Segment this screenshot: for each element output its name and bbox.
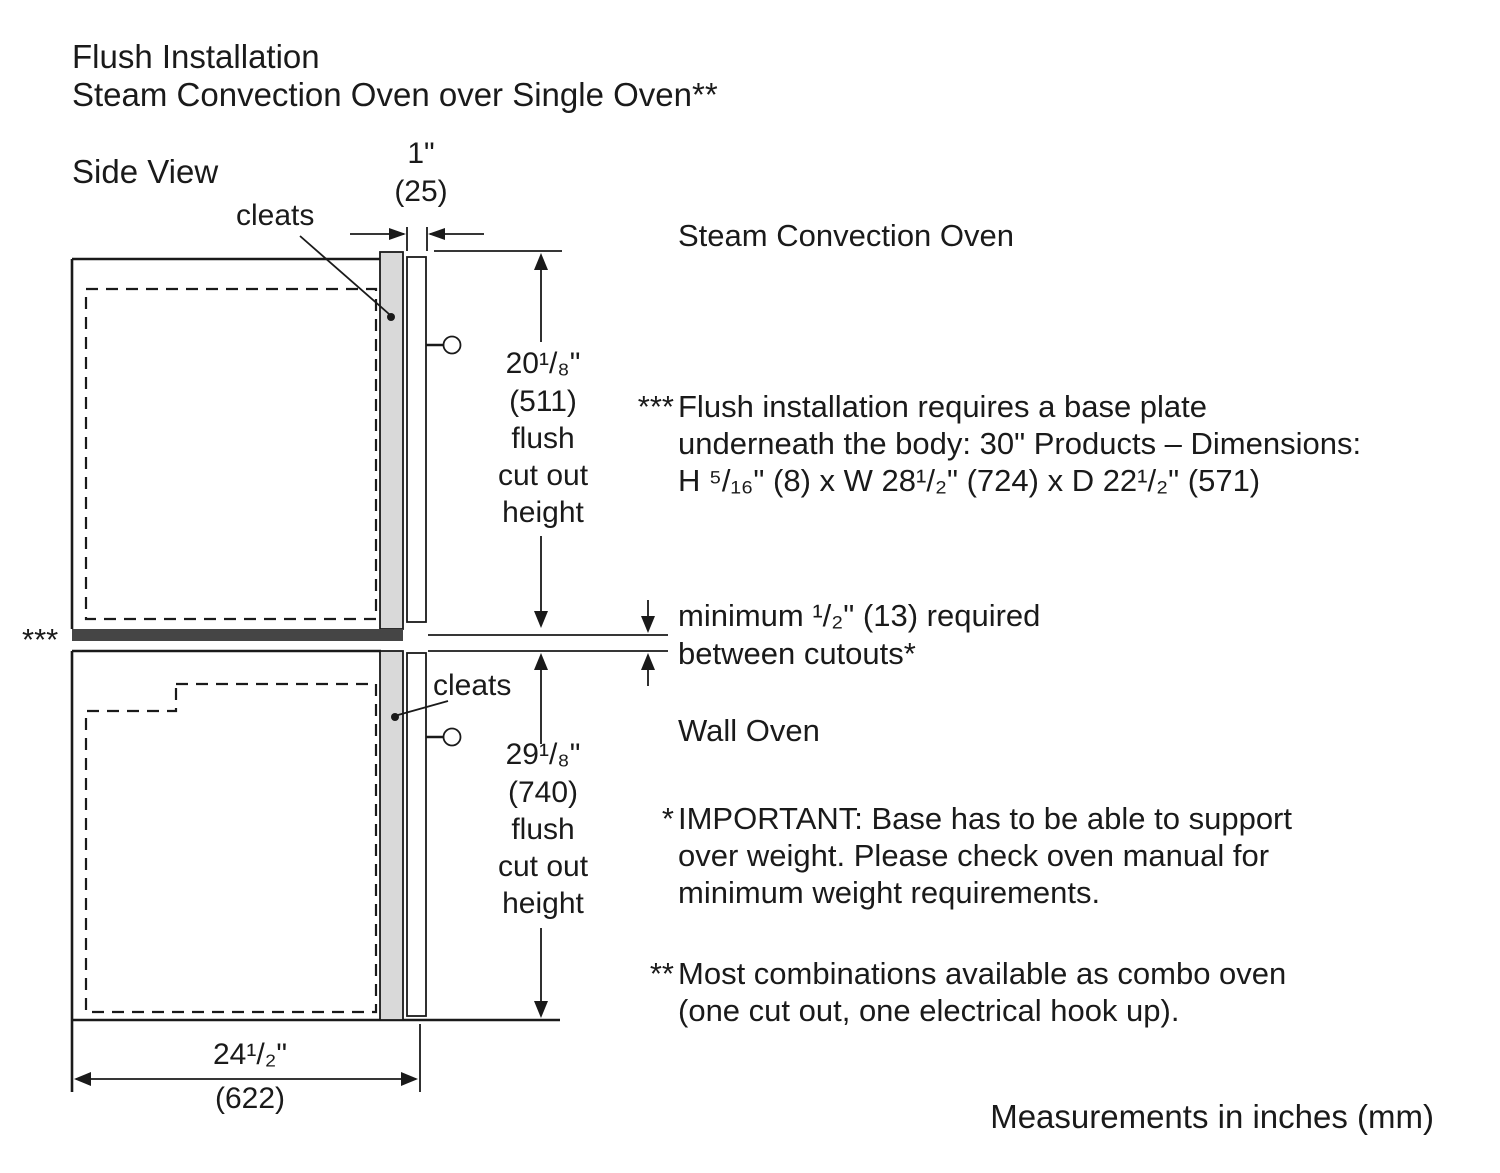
base-plate-note-line2: underneath the body: 30" Products – Dime… [678,426,1361,461]
dimension-gap: minimum ¹/₂" (13) required between cutou… [428,598,1040,686]
upper-height-arrowhead-down [534,611,548,628]
base-plate-note-line1: Flush installation requires a base plate [678,389,1207,424]
base-plate: *** [22,622,403,657]
cleat-width-arrowhead-left-pointing [428,228,445,240]
important-note-line2: over weight. Please check oven manual fo… [678,838,1269,873]
upper-oven-body-dashed-outline [84,287,378,621]
width-arrowhead-right [401,1072,418,1086]
cleats-label-bottom: cleats [433,669,511,702]
upper-height-arrowhead-up [534,253,548,270]
width-mm: (622) [215,1082,285,1115]
annotations: Steam Convection Oven *** Flush installa… [638,218,1434,1135]
cleat-width-inches: 1" [407,137,434,170]
lower-height-word3: height [502,887,584,920]
upper-oven-door-panel [406,256,427,623]
gap-arrowhead-up [641,653,655,670]
title-block: Flush Installation Steam Convection Oven… [72,38,718,190]
page-title-line2: Steam Convection Oven over Single Oven** [72,76,718,113]
base-plate-note-marker: *** [638,389,674,424]
lower-height-inches: 29¹/₈" [506,738,581,771]
dimension-width: 24¹/₂" (622) [74,1024,421,1115]
upper-height-word3: height [502,496,584,529]
steam-oven-label: Steam Convection Oven [678,218,1014,253]
upper-height-inches: 20¹/₈" [506,347,581,380]
important-note-line3: minimum weight requirements. [678,875,1100,910]
lower-height-arrowhead-down [534,1001,548,1018]
upper-height-mm: (511) [509,385,577,418]
combo-note-marker: ** [650,956,674,991]
base-plate-note-line3: H ⁵/₁₆" (8) x W 28¹/₂" (724) x D 22¹/₂" … [678,463,1260,498]
wall-oven-label: Wall Oven [678,713,820,748]
lower-cutout: cleats [70,649,560,1092]
cleats-top-leader-line [299,235,390,315]
dimension-upper-height: 20¹/₈" (511) flush cut out height [434,250,589,628]
width-arrowhead-left [74,1072,91,1086]
important-note-marker: * [662,801,674,836]
gap-arrowhead-down [641,616,655,633]
combo-note-line1: Most combinations available as combo ove… [678,956,1286,991]
base-plate-marker: *** [22,622,58,657]
lower-cleat-bar [379,650,404,1021]
lower-height-mm: (740) [508,776,578,809]
cleat-width-arrowhead-right-pointing [389,228,406,240]
side-view-label: Side View [72,153,218,190]
dimension-cleat-width: 1" (25) [350,137,484,251]
lower-oven-body-dashed-outline [84,682,378,1014]
cleats-label-top: cleats [236,199,314,232]
important-note-line1: IMPORTANT: Base has to be able to suppor… [678,801,1292,836]
cleat-width-mm: (25) [394,175,447,208]
cleats-top-leader-dot [387,313,395,321]
base-plate-bar [72,629,403,641]
lower-height-word1: flush [511,813,574,846]
upper-height-word2: cut out [498,459,589,492]
lower-height-arrowhead-up [534,653,548,670]
width-inches: 24¹/₂" [213,1038,287,1071]
lower-height-word2: cut out [498,850,589,883]
dimension-lower-height: 29¹/₈" (740) flush cut out height [498,653,589,1018]
cleats-bottom-leader-dot [391,713,399,721]
page-title-line1: Flush Installation [72,38,320,75]
gap-note-line2: between cutouts* [678,636,916,671]
gap-note-line1: minimum ¹/₂" (13) required [678,598,1040,633]
upper-height-word1: flush [511,422,574,455]
lower-oven-door-panel [406,652,427,1017]
measurements-footnote: Measurements in inches (mm) [990,1098,1434,1135]
upper-cutout: cleats [70,199,462,630]
lower-door-handle-knob [442,727,462,747]
cleats-bottom-leader-line [397,700,449,716]
combo-note-line2: (one cut out, one electrical hook up). [678,993,1179,1028]
upper-door-handle-knob [442,335,462,355]
